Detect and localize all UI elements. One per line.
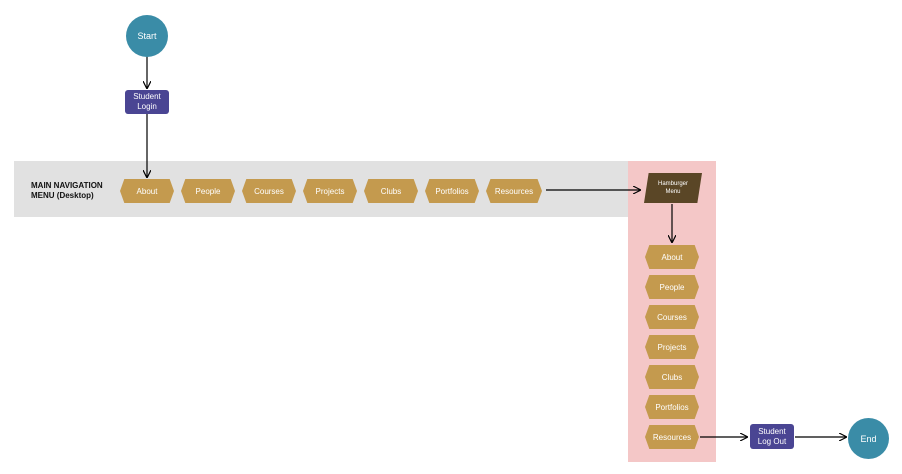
end-node: End	[848, 418, 889, 459]
mobile-item-projects: Projects	[645, 335, 699, 359]
student-logout-node: Student Log Out	[750, 424, 794, 449]
mobile-item-courses: Courses	[645, 305, 699, 329]
desktop-item-courses: Courses	[242, 179, 296, 203]
desktop-item-about: About	[120, 179, 174, 203]
main-navigation-title: MAIN NAVIGATION MENU (Desktop)	[31, 181, 103, 200]
desktop-item-portfolios: Portfolios	[425, 179, 479, 203]
mobile-item-resources: Resources	[645, 425, 699, 449]
mobile-item-clubs: Clubs	[645, 365, 699, 389]
desktop-item-resources: Resources	[486, 179, 542, 203]
start-node: Start	[126, 15, 168, 57]
mobile-item-people: People	[645, 275, 699, 299]
mobile-item-about: About	[645, 245, 699, 269]
desktop-item-projects: Projects	[303, 179, 357, 203]
hamburger-menu-node: Hamburger Menu	[644, 173, 702, 203]
mobile-item-portfolios: Portfolios	[645, 395, 699, 419]
desktop-item-clubs: Clubs	[364, 179, 418, 203]
desktop-item-people: People	[181, 179, 235, 203]
student-login-node: Student Login	[125, 90, 169, 114]
